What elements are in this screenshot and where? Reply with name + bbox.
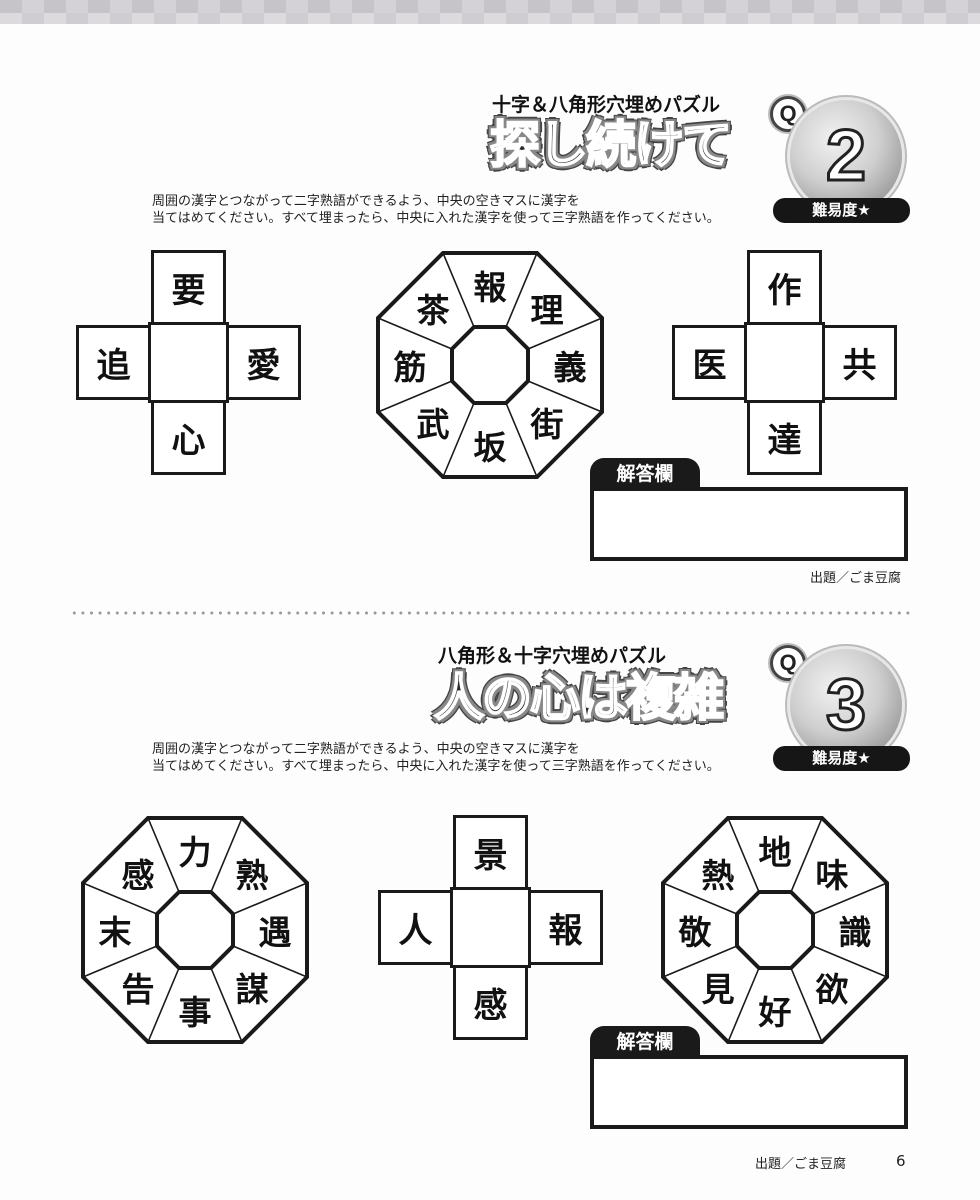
octagon-cell-w: 末 [98, 913, 132, 952]
cross-cell-top: 要 [151, 250, 226, 325]
octagon-cell-sw: 武 [416, 405, 450, 444]
cross-cell-left: 人 [378, 890, 453, 965]
difficulty-badge: 難易度★ [773, 746, 910, 771]
question-number: 3 [824, 665, 867, 745]
page-number: 6 [896, 1152, 906, 1170]
octagon-cell-ne: 味 [815, 856, 849, 895]
octagon-cell-sw: 告 [121, 970, 155, 1009]
answer-field[interactable] [590, 1055, 908, 1129]
q-icon: Q [770, 645, 806, 681]
cross-cell-bottom: 達 [747, 400, 822, 475]
octagon-cell-s: 事 [178, 993, 212, 1032]
cross-cell-center-blank[interactable] [744, 322, 825, 403]
octagon-cell-se: 謀 [235, 970, 269, 1009]
cross-cell-bottom: 感 [453, 965, 528, 1040]
difficulty-badge: 難易度★ [773, 198, 910, 223]
cross-cell-left: 医 [672, 325, 747, 400]
octagon-cell-e: 識 [838, 913, 872, 952]
instructions: 周囲の漢字とつながって二字熟語ができるよう、中央の空きマスに漢字を 当てはめてく… [152, 193, 720, 227]
cross-cell-top: 景 [453, 815, 528, 890]
octagon-cell-n: 力 [178, 833, 212, 872]
octagon-cell-nw: 感 [121, 856, 155, 895]
q-icon: Q [770, 96, 806, 132]
instruction-line-1: 周囲の漢字とつながって二字熟語ができるよう、中央の空きマスに漢字を [152, 742, 580, 757]
octagon-cell-nw: 熱 [701, 856, 735, 895]
answer-label: 解答欄 [590, 458, 700, 490]
cross-cell-center-blank[interactable] [450, 887, 531, 968]
octagon-center-blank[interactable] [160, 895, 230, 965]
author-credit: 出題／ごま豆腐 [810, 571, 902, 586]
octagon-cell-e: 遇 [258, 913, 292, 952]
top-decorative-stripe [0, 0, 980, 24]
instructions: 周囲の漢字とつながって二字熟語ができるよう、中央の空きマスに漢字を 当てはめてく… [152, 741, 720, 775]
puzzle-title: 探し続けて [489, 115, 733, 175]
puzzle-subtitle: 八角形＆十字穴埋めパズル [438, 645, 667, 667]
octagon-cell-ne: 熟 [235, 856, 269, 895]
cross-cell-center-blank[interactable] [148, 322, 229, 403]
octagon-cell-ne: 理 [530, 291, 564, 330]
octagon-cell-w: 筋 [393, 348, 427, 387]
octagon-cell-sw: 見 [701, 970, 735, 1009]
octagon-cell-nw: 茶 [416, 291, 450, 330]
cross-cell-top: 作 [747, 250, 822, 325]
octagon-grid: 地 味 識 欲 好 見 敬 熱 [660, 815, 890, 1045]
instruction-line-2: 当てはめてください。すべて埋まったら、中央に入れた漢字を使って三字熟語を作ってく… [152, 211, 720, 226]
octagon-grid: 力 熟 遇 謀 事 告 末 感 [80, 815, 310, 1045]
octagon-frame [661, 816, 889, 1044]
question-number-medal: 2 [790, 100, 902, 212]
octagon-cell-w: 敬 [678, 913, 712, 952]
cross-cell-right: 報 [528, 890, 603, 965]
instruction-line-1: 周囲の漢字とつながって二字熟語ができるよう、中央の空きマスに漢字を [152, 194, 580, 209]
question-number-medal: 3 [790, 649, 902, 761]
answer-label: 解答欄 [590, 1026, 700, 1058]
octagon-cell-se: 街 [530, 405, 564, 444]
cross-cell-left: 追 [76, 325, 151, 400]
octagon-frame [81, 816, 309, 1044]
octagon-frame [376, 251, 604, 479]
octagon-cell-e: 義 [553, 348, 587, 387]
section-divider [70, 611, 912, 615]
octagon-cell-se: 欲 [815, 970, 849, 1009]
puzzle-title: 人の心は複雑 [433, 668, 725, 728]
answer-field[interactable] [590, 487, 908, 561]
octagon-center-blank[interactable] [740, 895, 810, 965]
octagon-center-blank[interactable] [455, 330, 525, 400]
author-credit: 出題／ごま豆腐 [755, 1157, 847, 1172]
octagon-grid: 報 理 義 街 坂 武 筋 茶 [375, 250, 605, 480]
instruction-line-2: 当てはめてください。すべて埋まったら、中央に入れた漢字を使って三字熟語を作ってく… [152, 759, 720, 774]
puzzle-subtitle: 十字＆八角形穴埋めパズル [492, 94, 721, 116]
cross-cell-right: 共 [822, 325, 897, 400]
octagon-cell-n: 地 [758, 833, 792, 872]
cross-cell-right: 愛 [226, 325, 301, 400]
cross-cell-bottom: 心 [151, 400, 226, 475]
octagon-cell-s: 好 [758, 993, 792, 1032]
octagon-cell-s: 坂 [473, 428, 507, 467]
question-number: 2 [824, 116, 867, 196]
cross-grid: 作 医 共 達 [672, 250, 897, 475]
cross-grid: 景 人 報 感 [378, 815, 603, 1040]
octagon-cell-n: 報 [473, 268, 507, 307]
cross-grid: 要 追 愛 心 [76, 250, 301, 475]
